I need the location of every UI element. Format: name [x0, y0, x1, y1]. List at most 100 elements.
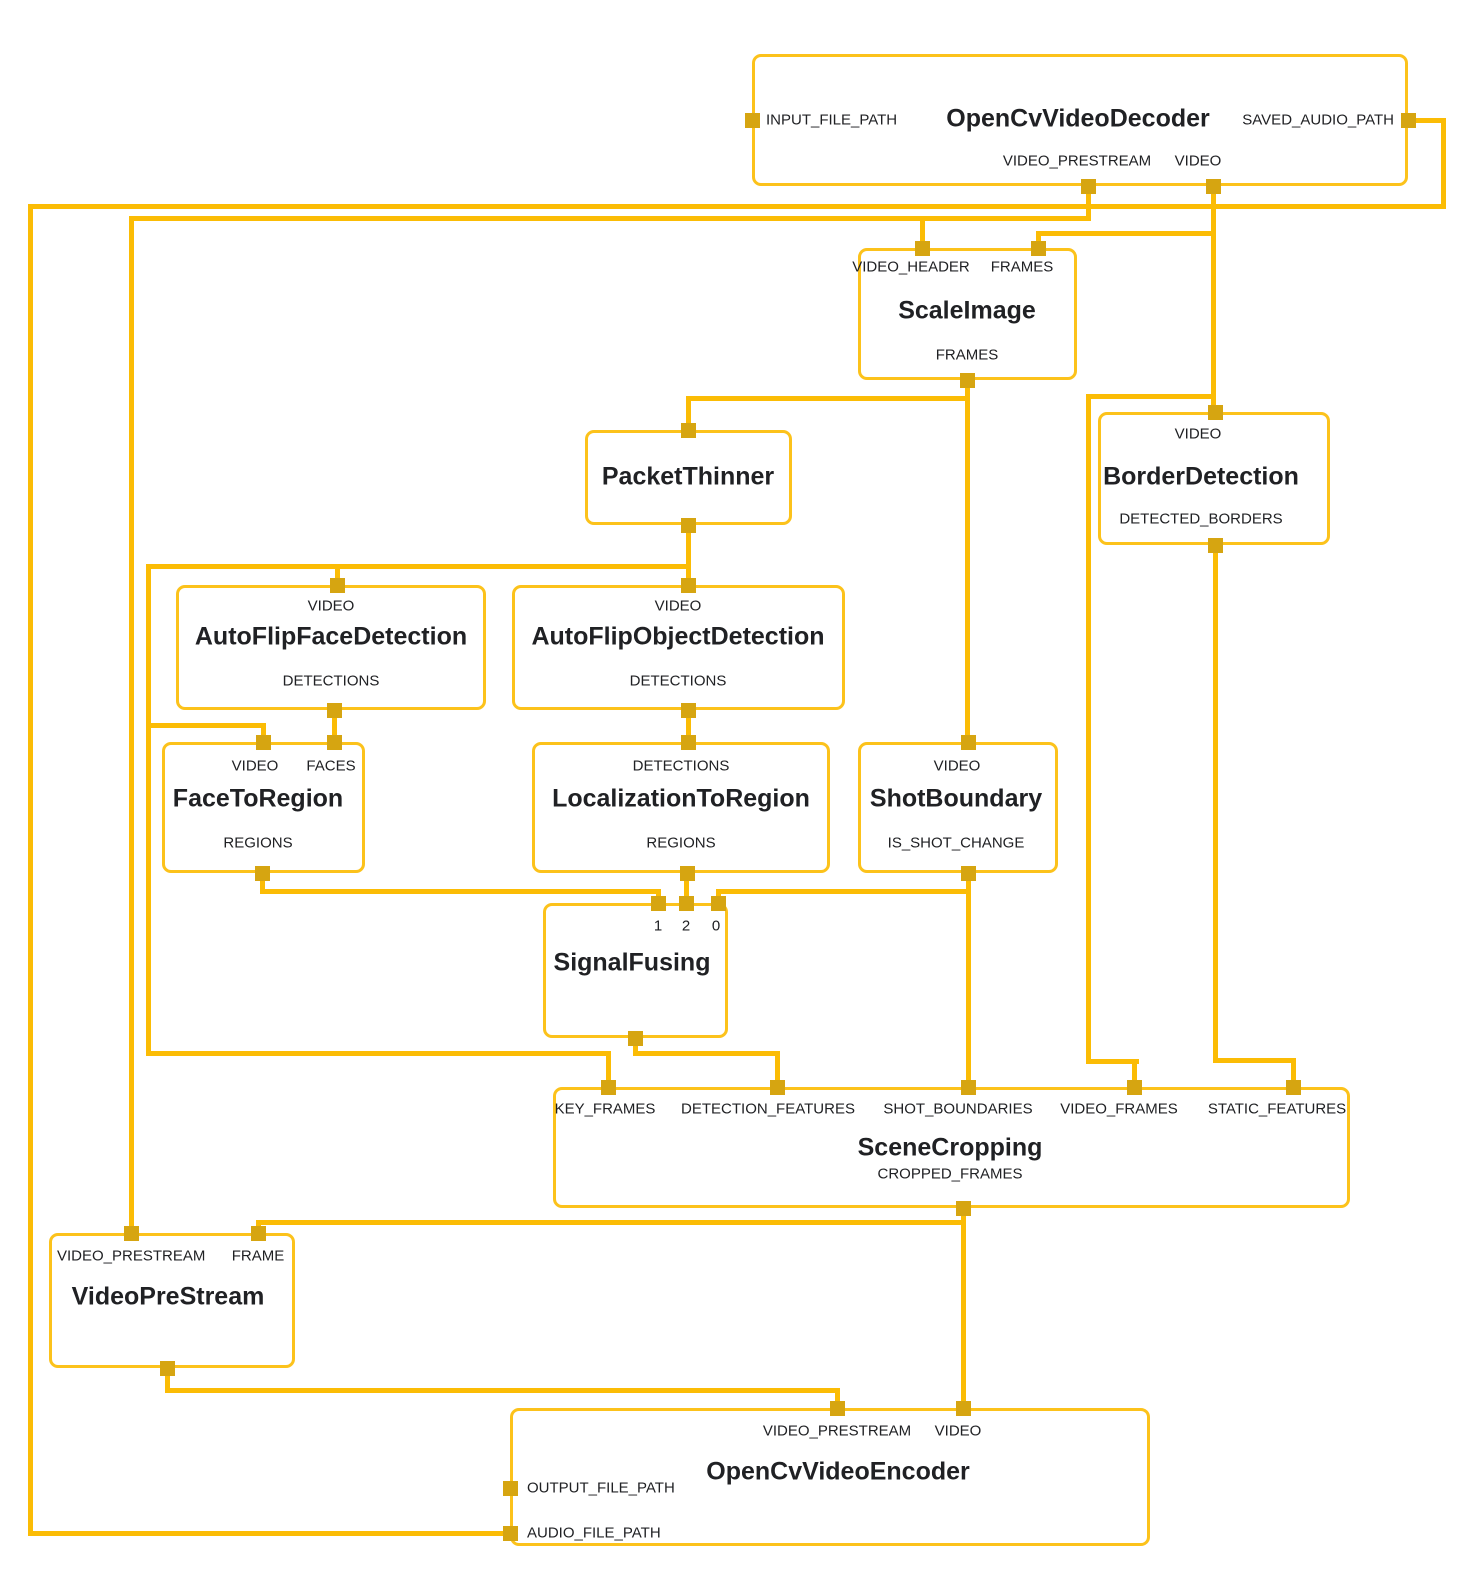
port-border-detected-borders	[1208, 538, 1223, 553]
encoder-video-prestream-label: VIDEO_PRESTREAM	[762, 1422, 912, 1440]
edge-saved-audio-seg4	[28, 204, 33, 1536]
edge-saved-audio-seg2	[1441, 118, 1446, 209]
port-thinner-out	[681, 518, 696, 533]
port-videoprestream-out	[160, 1361, 175, 1376]
port-object-detections	[681, 703, 696, 718]
facetoregion-faces-label: FACES	[306, 757, 356, 775]
encoder-audio-file-path-label: AUDIO_FILE_PATH	[527, 1524, 661, 1542]
port-scale-frames-in	[1031, 241, 1046, 256]
port-scale-video-header	[915, 241, 930, 256]
port-signalfusing-0	[711, 896, 726, 911]
node-autoflip-face-detection[interactable]	[176, 585, 486, 710]
edge-video-seg3	[1036, 231, 1041, 250]
border-title: BorderDetection	[1103, 462, 1299, 491]
node-shot-boundary[interactable]	[858, 742, 1058, 873]
edge-thinned-seg5	[146, 723, 266, 728]
node-scene-cropping[interactable]	[553, 1087, 1350, 1208]
scenecropping-video-frames-label: VIDEO_FRAMES	[1060, 1100, 1178, 1118]
node-opencv-video-decoder[interactable]	[752, 54, 1408, 186]
edge-thinned-seg3	[146, 564, 151, 1055]
videoprestream-title: VideoPreStream	[71, 1282, 265, 1311]
edge-borders-seg2	[1213, 1058, 1296, 1063]
port-videoprestream-frame	[251, 1226, 266, 1241]
edge-thinned-seg4	[335, 564, 340, 587]
port-scenecropping-detection-features	[770, 1080, 785, 1095]
edge-face-regions-seg1	[260, 873, 265, 893]
edge-thinned-seg2	[146, 564, 691, 569]
edge-borders-seg3	[1291, 1058, 1296, 1089]
scale-frames-out-label: FRAMES	[935, 346, 999, 364]
edge-object-detections	[686, 710, 691, 744]
face-title: AutoFlipFaceDetection	[194, 622, 468, 651]
edge-prestream-seg1	[1086, 186, 1091, 221]
shotboundary-video-label: VIDEO	[933, 757, 981, 775]
scenecropping-static-features-label: STATIC_FEATURES	[1207, 1100, 1347, 1118]
node-autoflip-object-detection[interactable]	[512, 585, 845, 710]
port-encoder-output-file-path	[503, 1481, 518, 1496]
signalfusing-title: SignalFusing	[553, 948, 711, 977]
edge-video-seg4	[1086, 394, 1216, 399]
scenecropping-title: SceneCropping	[857, 1133, 1043, 1162]
edge-video-seg5	[1086, 394, 1091, 1064]
facetoregion-video-label: VIDEO	[231, 757, 279, 775]
port-scenecropping-video-frames	[1127, 1080, 1142, 1095]
decoder-saved-audio-path-label: SAVED_AUDIO_PATH	[1242, 111, 1394, 129]
edge-shot-seg1	[966, 873, 971, 1087]
port-encoder-audio-file-path	[503, 1526, 518, 1541]
facetoregion-title: FaceToRegion	[172, 784, 344, 813]
scenecropping-detection-features-label: DETECTION_FEATURES	[681, 1100, 855, 1118]
port-scenecropping-key-frames	[601, 1080, 616, 1095]
edge-saved-audio-seg5	[28, 1531, 513, 1536]
decoder-video-prestream-label: VIDEO_PRESTREAM	[1002, 152, 1152, 170]
port-signalfusing-2	[679, 896, 694, 911]
loctoregion-title: LocalizationToRegion	[552, 784, 810, 813]
edge-video-seg2	[1036, 231, 1216, 236]
node-packet-thinner[interactable]	[585, 430, 792, 525]
object-video-label: VIDEO	[654, 597, 702, 615]
edge-outheader-seg2	[165, 1388, 840, 1393]
scale-video-header-label: VIDEO_HEADER	[852, 258, 970, 276]
port-facetoregion-faces	[327, 735, 342, 750]
edge-frames-seg1	[965, 380, 970, 742]
decoder-video-label: VIDEO	[1174, 152, 1222, 170]
edge-thinned-seg6	[261, 723, 266, 744]
scale-frames-in-label: FRAMES	[990, 258, 1054, 276]
edge-saved-audio-seg3	[28, 204, 1446, 209]
port-facetoregion-regions	[255, 866, 270, 881]
signalfusing-input1-label: 1	[653, 917, 663, 935]
edge-salient-seg1	[633, 1038, 638, 1056]
decoder-input-file-path-label: INPUT_FILE_PATH	[766, 111, 898, 129]
loctoregion-regions-label: REGIONS	[646, 834, 716, 852]
facetoregion-regions-label: REGIONS	[223, 834, 293, 852]
edge-salient-seg3	[775, 1051, 780, 1089]
face-video-label: VIDEO	[307, 597, 355, 615]
node-video-pre-stream[interactable]	[49, 1233, 295, 1368]
edge-video-seg1	[1211, 186, 1216, 414]
encoder-output-file-path-label: OUTPUT_FILE_PATH	[527, 1479, 675, 1497]
port-scenecropping-shot-boundaries	[961, 1080, 976, 1095]
edge-object-regions	[684, 873, 689, 905]
port-scenecropping-cropped-frames	[956, 1201, 971, 1216]
port-loctoregion-regions	[680, 866, 695, 881]
scenecropping-shot-boundaries-label: SHOT_BOUNDARIES	[883, 1100, 1033, 1118]
edge-video-seg7	[1132, 1059, 1137, 1089]
node-signal-fusing[interactable]	[543, 903, 728, 1038]
decoder-title: OpenCvVideoDecoder	[946, 104, 1210, 133]
scale-title: ScaleImage	[898, 296, 1036, 325]
signalfusing-input0-label: 0	[711, 917, 721, 935]
edge-outheader-seg3	[835, 1388, 840, 1410]
edge-shot-seg2	[716, 889, 971, 894]
edge-borders-seg1	[1213, 545, 1218, 1063]
node-opencv-video-encoder[interactable]	[510, 1408, 1150, 1546]
videoprestream-video-prestream-label: VIDEO_PRESTREAM	[57, 1247, 206, 1265]
encoder-title: OpenCvVideoEncoder	[706, 1457, 970, 1486]
shotboundary-title: ShotBoundary	[869, 784, 1043, 813]
port-face-detections	[327, 703, 342, 718]
port-signalfusing-out	[628, 1031, 643, 1046]
edge-thinned-seg7	[146, 1051, 611, 1056]
port-decoder-video-prestream	[1081, 179, 1096, 194]
port-videoprestream-video-prestream	[124, 1226, 139, 1241]
node-scale-image[interactable]	[858, 248, 1077, 380]
port-object-video	[681, 578, 696, 593]
